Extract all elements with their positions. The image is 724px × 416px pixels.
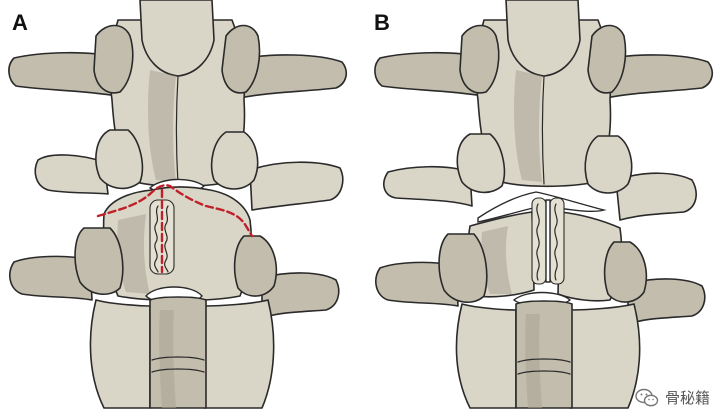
osteotomy-line-transverse bbox=[96, 184, 254, 238]
upper-transverse-process-right bbox=[237, 54, 348, 99]
watermark: 骨秘籍 bbox=[635, 387, 710, 408]
middle-transverse-process-right bbox=[615, 172, 697, 221]
upper-inferior-facet-right bbox=[584, 135, 633, 194]
middle-transverse-process-left bbox=[383, 165, 473, 207]
lower-transverse-process-left bbox=[375, 261, 459, 307]
upper-inferior-facet-left bbox=[456, 133, 506, 194]
upper-facet-left bbox=[459, 24, 500, 94]
upper-transverse-process-left bbox=[8, 51, 121, 97]
lower-spinous-process bbox=[149, 296, 207, 409]
lower-lamina bbox=[89, 299, 151, 409]
middle-facet-left bbox=[74, 227, 124, 295]
panel-label-a: A bbox=[12, 10, 28, 35]
watermark-text: 骨秘籍 bbox=[664, 389, 710, 407]
upper-facet-left bbox=[93, 24, 134, 94]
upper-transverse-process-right bbox=[603, 54, 714, 99]
middle-transverse-process-right bbox=[249, 161, 344, 211]
upper-facet-right bbox=[587, 24, 627, 94]
middle-transverse-process-left bbox=[34, 154, 109, 195]
lumbar-spine-drawing bbox=[8, 0, 348, 409]
middle-facet-right bbox=[233, 235, 278, 297]
lower-lamina-right bbox=[203, 299, 275, 409]
upper-transverse-process-left bbox=[374, 51, 487, 97]
panel-b-illustration bbox=[374, 0, 714, 409]
lumbar-spine-drawing-opened bbox=[374, 0, 714, 409]
lower-transverse-process-right bbox=[261, 272, 340, 319]
wechat-icon bbox=[635, 388, 659, 406]
upper-facet-right bbox=[221, 24, 261, 94]
middle-facet-right bbox=[603, 241, 648, 303]
panel-a-illustration bbox=[8, 0, 348, 409]
lower-transverse-process-right bbox=[627, 278, 706, 325]
lower-lamina bbox=[455, 303, 517, 409]
lower-spinous-process bbox=[515, 300, 573, 409]
lower-lamina-right bbox=[569, 303, 641, 409]
panel-label-b: B bbox=[374, 10, 390, 35]
lower-transverse-process-left bbox=[9, 255, 93, 301]
upper-inferior-facet-right bbox=[210, 131, 259, 190]
upper-inferior-facet-left bbox=[95, 129, 144, 190]
middle-facet-left bbox=[438, 233, 488, 303]
